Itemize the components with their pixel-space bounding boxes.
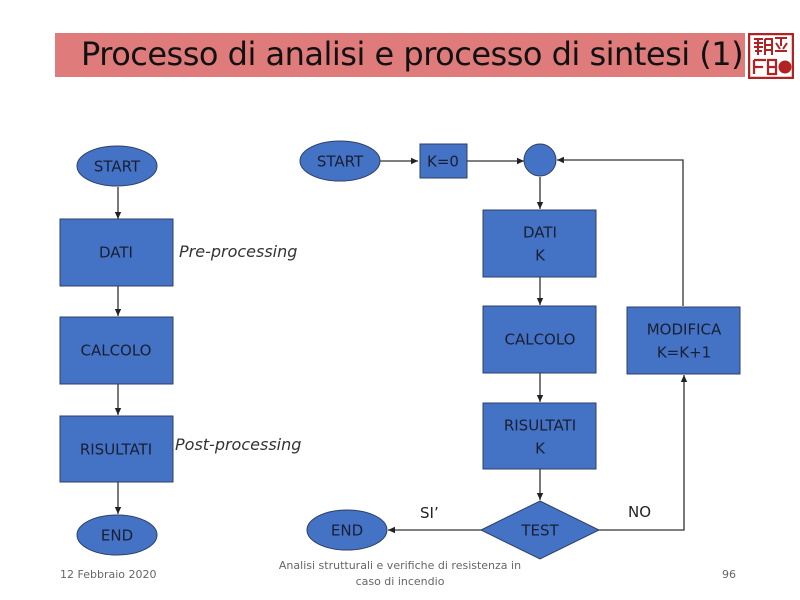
edge-test-modifica-no — [598, 375, 688, 531]
pre-processing-note: Pre-processing — [179, 242, 297, 261]
right-risultati-label-line1: RISULTATI — [504, 417, 576, 435]
left-calcolo-node: CALCOLO — [59, 316, 174, 385]
right-risultati-node: RISULTATI K — [482, 402, 597, 470]
yes-branch-label: SI’ — [420, 504, 439, 522]
left-start-label: START — [94, 158, 141, 176]
right-dati-label-line2: K — [535, 247, 546, 265]
post-processing-note: Post-processing — [175, 435, 301, 454]
no-branch-label: NO — [628, 503, 651, 521]
right-dati-label-line1: DATI — [523, 224, 557, 242]
right-calcolo-node: CALCOLO — [482, 305, 597, 374]
junction-node — [523, 143, 557, 177]
footer-page-number: 96 — [722, 568, 736, 581]
right-risultati-label-line2: K — [535, 440, 546, 458]
test-label: TEST — [520, 522, 559, 540]
left-start-node: START — [76, 145, 158, 187]
modifica-label-line1: MODIFICA — [647, 321, 722, 339]
right-flowchart: START K=0 DATI K CALCOLO RISULTATI K TES… — [299, 140, 741, 560]
red-seal-logo-icon — [748, 33, 794, 79]
right-end-node: END — [306, 509, 388, 551]
footer-course-line1: Analisi strutturali e verifiche di resis… — [278, 559, 522, 572]
right-start-label: START — [317, 153, 364, 171]
right-start-node: START — [299, 140, 381, 182]
left-flowchart: START DATI Pre-processing CALCOLO RISULT… — [59, 145, 301, 556]
footer-course-title: Analisi strutturali e verifiche di resis… — [270, 558, 530, 590]
slide-title-bar: Processo di analisi e processo di sintes… — [55, 33, 745, 77]
footer-course-line2: caso di incendio — [355, 575, 445, 588]
left-dati-label: DATI — [99, 244, 133, 262]
right-calcolo-label: CALCOLO — [504, 331, 575, 349]
right-end-label: END — [331, 522, 363, 540]
right-dati-node: DATI K — [482, 209, 597, 278]
left-risultati-label: RISULTATI — [80, 441, 152, 459]
left-dati-node: DATI — [59, 218, 174, 287]
left-end-label: END — [101, 527, 133, 545]
init-k-node: K=0 — [419, 143, 468, 179]
init-k-label: K=0 — [427, 153, 459, 171]
modifica-label-line2: K=K+1 — [657, 344, 711, 362]
footer-date: 12 Febbraio 2020 — [60, 568, 157, 581]
test-decision-node: TEST — [479, 500, 601, 560]
modifica-node: MODIFICA K=K+1 — [626, 306, 741, 375]
left-end-node: END — [76, 514, 158, 556]
slide-title: Processo di analisi e processo di sintes… — [81, 35, 744, 73]
left-risultati-node: RISULTATI — [59, 415, 174, 483]
edge-modifica-junction — [557, 156, 684, 306]
left-calcolo-label: CALCOLO — [80, 342, 151, 360]
